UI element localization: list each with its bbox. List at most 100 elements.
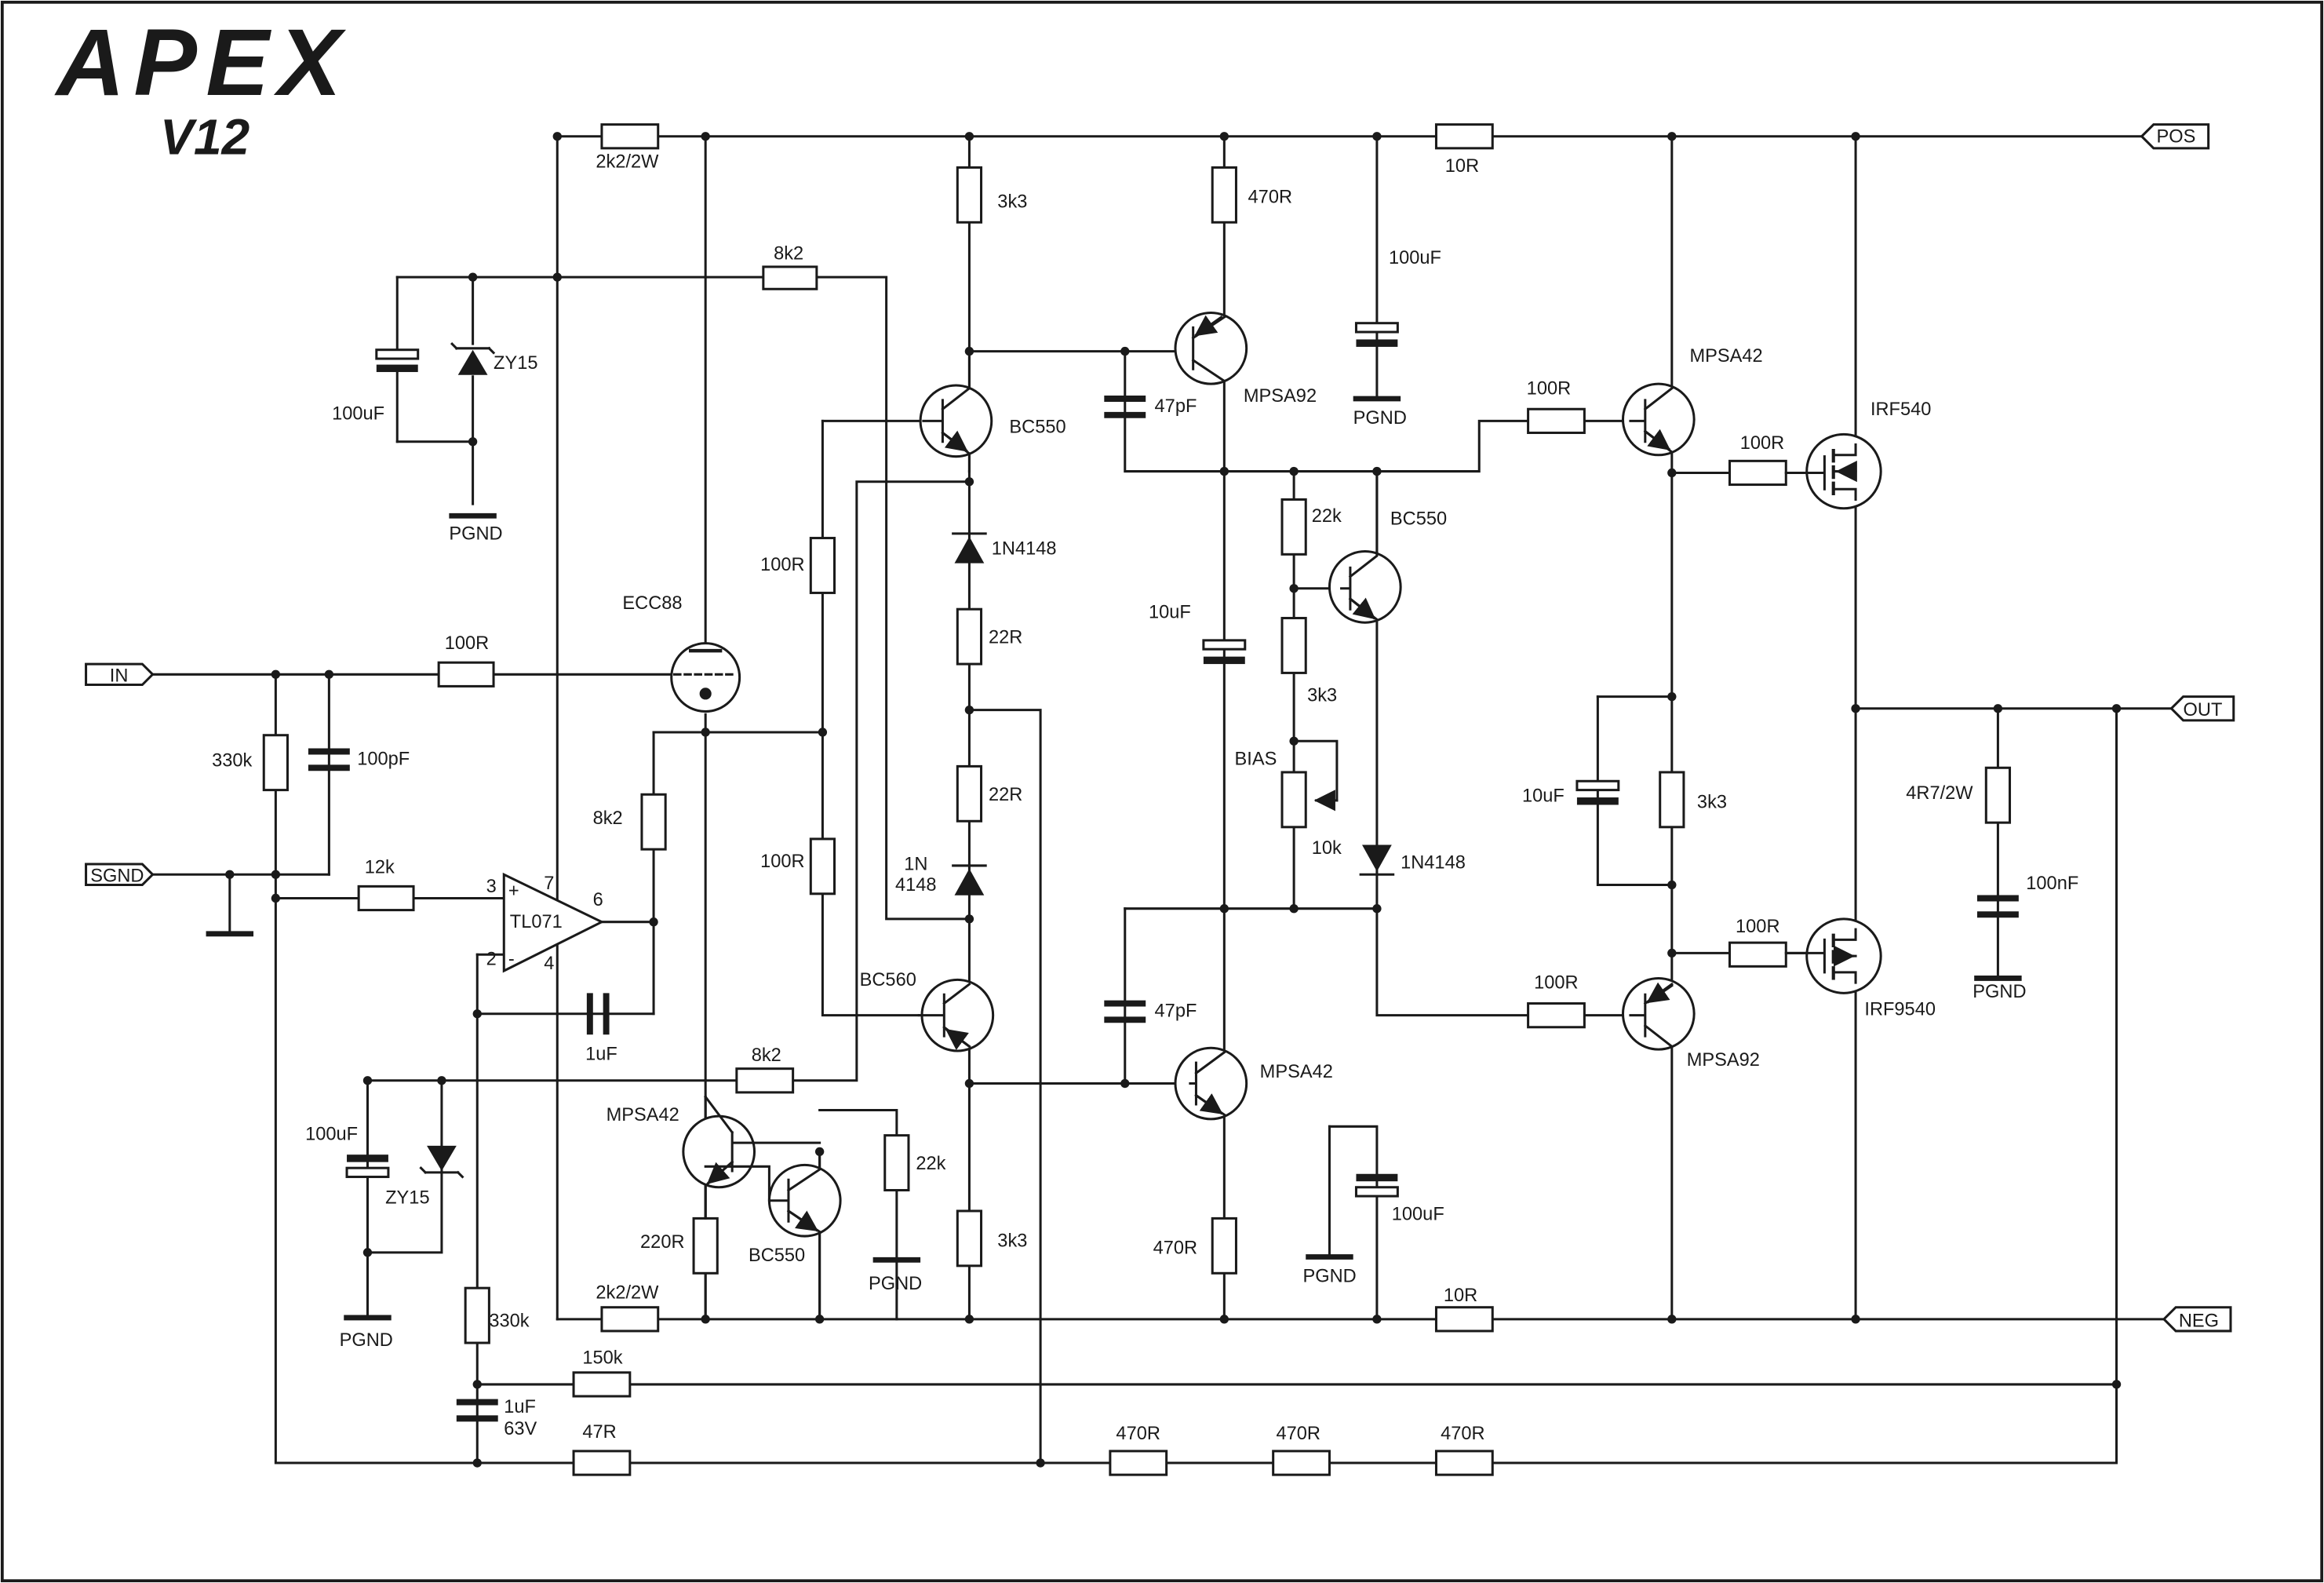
capacitor-100nf: 100nF — [1976, 874, 2078, 918]
svg-text:2k2/2W: 2k2/2W — [596, 1282, 659, 1303]
bias-value: 10k — [1312, 838, 1342, 859]
resistor-8k2-bot: 8k2 — [735, 1045, 795, 1094]
svg-text:3k3: 3k3 — [1307, 685, 1337, 706]
svg-text:100pF: 100pF — [357, 750, 410, 770]
transistor-bc550-cs: BC550 — [704, 1150, 842, 1321]
resistor-100r-in: 100R — [437, 633, 495, 688]
svg-text:MPSA42: MPSA42 — [1689, 346, 1762, 367]
svg-text:7: 7 — [544, 874, 554, 894]
opamp-label: TL071 — [510, 912, 563, 932]
svg-text:470R: 470R — [1441, 1424, 1484, 1444]
svg-text:2k2/2W: 2k2/2W — [596, 151, 659, 172]
svg-text:BC550: BC550 — [749, 1246, 805, 1266]
transistor-mpsa92-drv: MPSA92 — [1621, 976, 1760, 1071]
bias-potentiometer[interactable]: BIAS 10k — [1235, 750, 1342, 859]
svg-text:ZY15: ZY15 — [494, 353, 537, 374]
resistor-330k-fb: 330k — [464, 1286, 530, 1344]
resistor-22k-cs: 22k — [883, 1134, 946, 1192]
svg-text:10R: 10R — [1445, 156, 1479, 177]
transistor-bc550-a: BC550 — [919, 350, 1066, 473]
logo-text: APEX — [54, 9, 351, 115]
svg-text:2: 2 — [486, 949, 497, 969]
svg-text:3k3: 3k3 — [997, 1231, 1027, 1251]
transistor-mpsa42-drv: MPSA42 — [1621, 346, 1763, 457]
svg-text:1N: 1N — [904, 855, 927, 875]
tube-ecc88: ECC88 — [622, 593, 741, 713]
svg-text:47R: 47R — [582, 1422, 616, 1443]
transistor-mpsa92-a: MPSA92 — [1174, 311, 1317, 407]
diode-1n4148-mid: 1N 4148 — [895, 855, 987, 895]
svg-text:100R: 100R — [1740, 433, 1784, 454]
svg-text:IN: IN — [110, 666, 129, 687]
svg-text:100R: 100R — [1736, 917, 1779, 937]
svg-text:100uF: 100uF — [305, 1124, 358, 1144]
diode-1n4148-bias: 1N4148 — [1359, 844, 1466, 876]
svg-text:100uF: 100uF — [332, 403, 384, 424]
svg-text:BC550: BC550 — [1390, 509, 1447, 530]
wires — [148, 135, 2173, 1464]
resistor-470r-b: 470R — [1272, 1424, 1331, 1476]
pgnd-label: PGND — [340, 1330, 393, 1351]
svg-text:470R: 470R — [1276, 1424, 1320, 1444]
transistor-mpsa42-cs: MPSA42 — [606, 1095, 821, 1220]
pgnd-label: PGND — [1302, 1267, 1356, 1287]
transistor-bc560: BC560 — [860, 970, 995, 1052]
resistor-22r-1: 22R — [956, 607, 1022, 666]
svg-text:100R: 100R — [1527, 378, 1571, 399]
svg-text:10uF: 10uF — [1149, 603, 1191, 623]
resistor-470r-bot: 470R — [1153, 1216, 1237, 1275]
svg-text:ZY15: ZY15 — [385, 1188, 429, 1209]
resistor-4r7-2w: 4R7/2W — [1906, 766, 2012, 824]
zener-zy15-bot: ZY15 — [385, 1145, 464, 1209]
svg-text:-: - — [508, 949, 515, 969]
capacitor-10uf-right: 10uF — [1522, 779, 1620, 807]
bias-label: BIAS — [1235, 750, 1277, 770]
svg-text:47pF: 47pF — [1155, 396, 1197, 417]
svg-text:150k: 150k — [582, 1348, 622, 1368]
svg-text:220R: 220R — [640, 1232, 684, 1253]
svg-text:63V: 63V — [504, 1419, 537, 1439]
svg-text:470R: 470R — [1153, 1238, 1197, 1259]
resistor-2k2-top: 2k2/2W — [596, 123, 660, 172]
svg-text:100R: 100R — [445, 633, 489, 654]
svg-text:MPSA42: MPSA42 — [1260, 1062, 1333, 1082]
resistor-100r-gb: 100R — [1728, 917, 1787, 968]
svg-text:MPSA92: MPSA92 — [1687, 1050, 1760, 1071]
mosfet-irf540: IRF540 — [1784, 399, 1931, 510]
pgnd-label: PGND — [1353, 408, 1407, 429]
pgnd-label: PGND — [1972, 982, 2026, 1002]
model-label: V12 — [160, 108, 250, 165]
resistor-8k2-fb: 8k2 — [593, 793, 667, 851]
svg-text:22R: 22R — [989, 785, 1022, 805]
svg-text:22R: 22R — [989, 628, 1022, 648]
resistor-12k: 12k — [357, 857, 415, 912]
svg-text:POS: POS — [2157, 126, 2196, 147]
resistor-100r-ga: 100R — [1728, 433, 1787, 487]
junctions — [225, 132, 2122, 1468]
svg-text:SGND: SGND — [90, 866, 144, 887]
svg-text:NEG: NEG — [2179, 1311, 2219, 1331]
port-sgnd: SGND — [85, 863, 155, 887]
apex-logo: APEX — [54, 9, 351, 115]
transistor-bc550-vbe: BC550 — [1328, 470, 1447, 624]
svg-text:6: 6 — [593, 890, 603, 910]
port-out: OUT — [2169, 695, 2235, 722]
port-neg: NEG — [2162, 1306, 2232, 1333]
svg-text:100R: 100R — [760, 852, 804, 872]
resistor-22k: 22k — [1280, 498, 1342, 556]
svg-text:BC550: BC550 — [1009, 417, 1065, 437]
svg-text:10uF: 10uF — [1522, 786, 1565, 807]
capacitor-100uf-bl: 100uF — [305, 1124, 390, 1179]
svg-text:IRF9540: IRF9540 — [1864, 1000, 1936, 1020]
resistor-100r-qb: 100R — [1527, 973, 1586, 1029]
port-in: IN — [85, 662, 155, 687]
capacitor-47pf-top: 47pF — [1104, 396, 1197, 418]
svg-text:MPSA42: MPSA42 — [606, 1105, 679, 1125]
resistor-470r-c: 470R — [1434, 1424, 1494, 1476]
svg-text:3k3: 3k3 — [997, 191, 1027, 212]
svg-text:100nF: 100nF — [2026, 874, 2078, 894]
capacitor-1uf: 1uF — [585, 993, 617, 1064]
resistor-3k3-bot: 3k3 — [956, 1209, 1027, 1267]
tube-label: ECC88 — [622, 593, 682, 614]
